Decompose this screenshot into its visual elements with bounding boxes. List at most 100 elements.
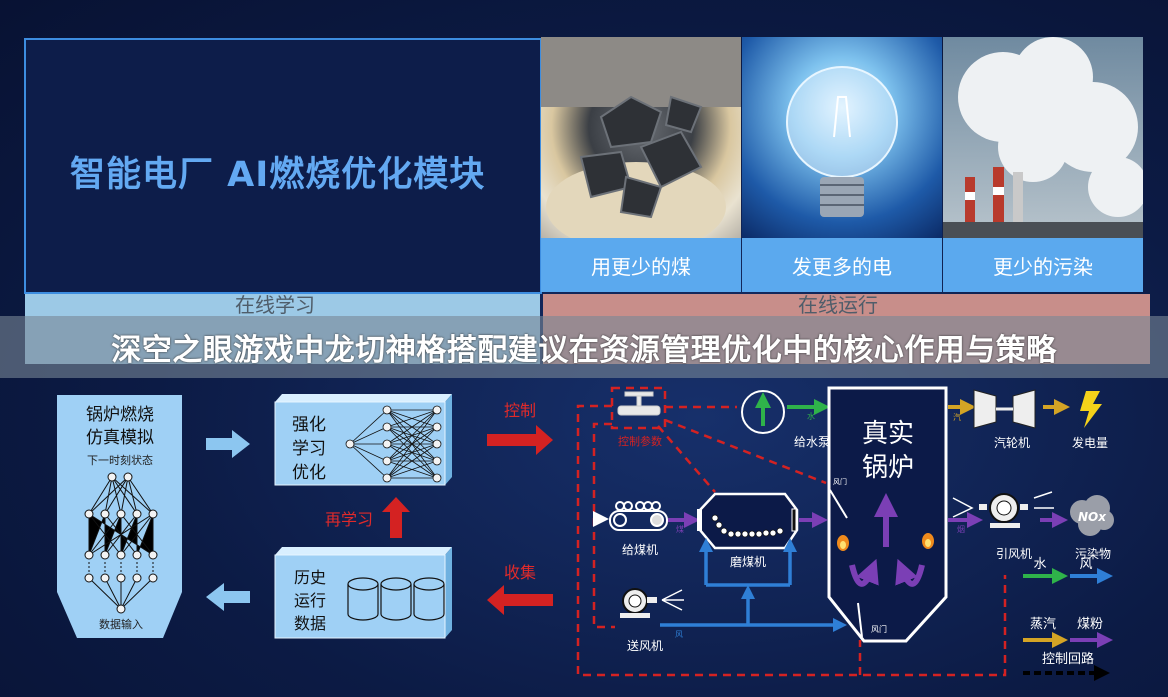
- valve-icon: [617, 391, 661, 416]
- online-learning-label: 在线学习: [235, 293, 315, 317]
- forced-draft-fan-icon: [620, 588, 684, 618]
- pollutant-label: 污染物: [1075, 546, 1111, 561]
- coal-icon: [541, 37, 741, 238]
- lightning-icon: [1080, 391, 1102, 428]
- history-data-box: 历史 运行 数据: [274, 547, 452, 639]
- boiler-label-2: 锅炉: [862, 453, 914, 483]
- history-label-3: 数据: [294, 614, 326, 633]
- coal-feeder-label: 给煤机: [622, 543, 658, 557]
- rl-label-2: 学习: [292, 439, 326, 459]
- bulb-photo: [742, 37, 942, 238]
- arrow-left-icon: [206, 583, 250, 611]
- feed-pump-label: 给水泵: [794, 435, 830, 449]
- network-node: [345, 439, 355, 449]
- photo-caption: 更少的污染: [943, 238, 1143, 292]
- damper-top-label: 风门: [833, 477, 847, 486]
- slide-title: 智能电厂 AI燃烧优化模块: [70, 155, 486, 195]
- coal-mill-label: 磨煤机: [730, 555, 766, 569]
- damper-icon: [857, 602, 863, 638]
- network-edge: [386, 426, 438, 479]
- network-edge: [386, 443, 438, 479]
- network-edge: [386, 409, 438, 445]
- legend-water: 水: [1033, 557, 1046, 572]
- control-arrow-icon: [487, 425, 553, 455]
- network-edge: [386, 409, 438, 462]
- network-node: [432, 422, 442, 432]
- water-tag: 水: [807, 411, 815, 421]
- relearn-arrow-icon: [382, 497, 410, 538]
- rl-label-1: 强化: [292, 415, 326, 435]
- network-edge: [349, 443, 388, 462]
- network-node: [382, 456, 392, 466]
- network-node: [382, 473, 392, 483]
- network-node: [432, 439, 442, 449]
- coal-photo: [541, 37, 741, 238]
- combustion-flow-arrows: [849, 493, 925, 587]
- air-tag: 风: [675, 630, 683, 639]
- photo-caption: 用更少的煤: [541, 238, 741, 292]
- control-label: 控制: [504, 401, 536, 420]
- database-icon: [347, 577, 445, 621]
- smoke-stacks-icon: [943, 37, 1143, 238]
- network-edge: [386, 409, 438, 479]
- turbine-label: 汽轮机: [994, 435, 1030, 450]
- network-edge: [349, 426, 388, 445]
- legend-air: 风: [1079, 557, 1092, 572]
- legend-steam: 蒸汽: [1030, 617, 1056, 632]
- power-label: 发电量: [1072, 435, 1108, 450]
- history-label-1: 历史: [294, 568, 326, 587]
- rl-optimization-box: 强化 学习 优化: [274, 394, 452, 486]
- turbine-icon: [973, 389, 1036, 429]
- boiler-label-1: 真实: [862, 419, 914, 449]
- steam-tag: 汽: [953, 412, 961, 422]
- network-node: [382, 439, 392, 449]
- sim-title-2: 仿真模拟: [86, 428, 154, 448]
- legend: 水 风 蒸汽 煤粉 控制回路: [1023, 557, 1113, 681]
- collect-label: 收集: [504, 563, 536, 582]
- network-edge: [349, 443, 388, 479]
- neural-network-icon: [88, 476, 154, 610]
- network-edge: [386, 409, 438, 428]
- feed-pump-icon: [741, 390, 785, 434]
- coal-tag: 煤: [676, 524, 684, 534]
- nox-cloud-icon: [1070, 495, 1114, 536]
- article-title: 深空之眼游戏中龙切神格搭配建议在资源管理优化中的核心作用与策略: [111, 333, 1057, 368]
- damper-top-icon: [829, 489, 848, 519]
- network-edge: [349, 409, 388, 445]
- slide-title-box: 智能电厂 AI燃烧优化模块: [24, 38, 542, 294]
- collect-arrow-icon: [487, 585, 553, 615]
- network-edge: [386, 460, 438, 479]
- sim-input-label: 数据输入: [99, 617, 143, 631]
- induced-draft-fan-icon: [952, 491, 1054, 528]
- network-node: [382, 422, 392, 432]
- rl-label-3: 优化: [292, 463, 326, 483]
- sim-output-label: 下一时刻状态: [87, 453, 153, 467]
- arrow-right-icon: [206, 430, 250, 458]
- fd-fan-label: 送风机: [627, 638, 663, 653]
- network-node: [382, 405, 392, 415]
- photo-caption: 发更多的电: [742, 238, 942, 292]
- article-title-banner: 深空之眼游戏中龙切神格搭配建议在资源管理优化中的核心作用与策略: [0, 316, 1168, 378]
- nox-label: NOx: [1078, 510, 1107, 524]
- simulation-panel: 锅炉燃烧 仿真模拟 下一时刻状态 数据输入: [57, 395, 182, 638]
- network-node: [432, 456, 442, 466]
- network-node: [432, 473, 442, 483]
- history-label-2: 运行: [294, 591, 326, 610]
- legend-coal-powder: 煤粉: [1077, 617, 1103, 632]
- sim-title-1: 锅炉燃烧: [86, 405, 154, 425]
- coal-feeder-icon: [609, 501, 668, 531]
- online-running-label: 在线运行: [798, 293, 878, 317]
- flue-tag: 烟: [957, 525, 965, 534]
- relearn-label: 再学习: [325, 510, 373, 529]
- damper-label: 风门: [871, 624, 887, 634]
- air-flow-lines: [660, 538, 847, 632]
- stacks-photo: [943, 37, 1143, 238]
- network-node: [432, 405, 442, 415]
- id-fan-label: 引风机: [996, 547, 1032, 561]
- coal-mill-icon: [697, 492, 799, 550]
- control-params-label: 控制参数: [618, 434, 662, 448]
- light-bulb-icon: [786, 66, 898, 217]
- legend-control-loop: 控制回路: [1042, 651, 1094, 667]
- flame-icon: [837, 533, 934, 551]
